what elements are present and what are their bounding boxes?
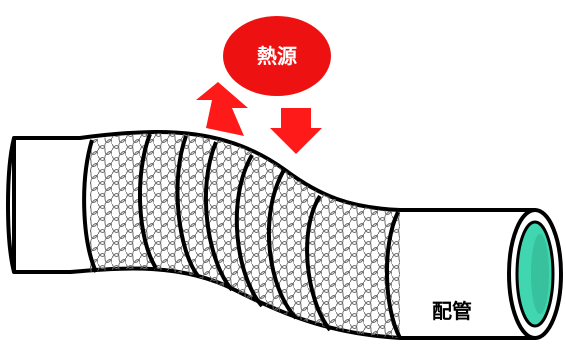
heat-source-label: 熱源 [257,44,297,68]
heat-source-badge [223,16,331,96]
pipe-opening-shade [531,234,549,314]
wrap-band-8 [385,211,402,339]
wrap-band-5 [234,154,264,308]
wrap-band-6 [266,169,298,320]
wrap-band-2 [137,133,158,270]
wrap-band-4 [203,141,234,292]
down-arrow-icon [196,82,248,136]
pipe-label: 配管 [432,299,472,323]
wrap-band-3 [175,135,200,278]
wrap-band-1 [82,139,98,273]
down-arrow-icon [270,108,322,154]
pipe-left-end [6,137,16,273]
wrap-band-7 [305,194,332,332]
insulation-wrap [90,133,400,338]
